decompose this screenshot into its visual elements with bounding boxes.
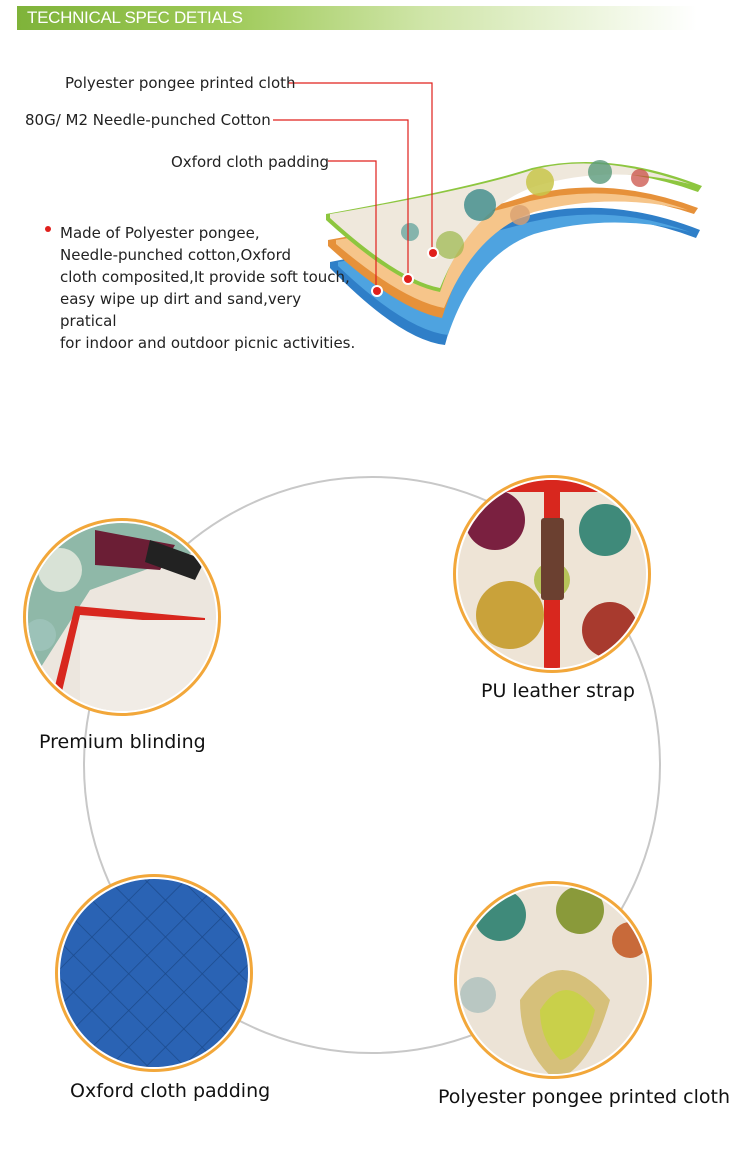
feature-label-padding: Oxford cloth padding (70, 1080, 271, 1102)
description-line: for indoor and outdoor picnic activities… (60, 334, 356, 352)
description-line: easy wipe up dirt and sand,very pratical (60, 290, 302, 330)
layer-label-cotton: 80G/ M2 Needle-punched Cotton (25, 111, 271, 129)
feature-label-strap: PU leather strap (481, 680, 635, 702)
section-title: TECHNICAL SPEC DETIALS (27, 8, 243, 27)
connector-ring (83, 476, 661, 1054)
description-line: cloth composited,It provide soft touch, (60, 268, 350, 286)
description-line: Needle-punched cotton,Oxford (60, 246, 292, 264)
material-description: Made of Polyester pongee, Needle-punched… (60, 222, 360, 354)
fabric-layers-illustration (326, 160, 702, 345)
layer-label-oxford: Oxford cloth padding (171, 153, 330, 171)
section-banner: TECHNICAL SPEC DETIALS (17, 6, 697, 30)
feature-label-printed-cloth: Polyester pongee printed cloth (438, 1086, 730, 1108)
description-line: Made of Polyester pongee, (60, 224, 260, 242)
oxford-photo (55, 874, 253, 1072)
leader-dots (371, 247, 439, 297)
features-diagram (23, 475, 661, 1079)
layers-diagram (273, 82, 702, 345)
feature-label-binding: Premium blinding (39, 731, 206, 753)
bullet-icon (45, 226, 51, 232)
layer-label-printed-cloth: Polyester pongee printed cloth (65, 74, 296, 92)
leader-lines (273, 82, 433, 290)
strap-photo (453, 475, 651, 673)
printed-cloth-photo (454, 881, 652, 1079)
binding-photo (23, 518, 221, 716)
